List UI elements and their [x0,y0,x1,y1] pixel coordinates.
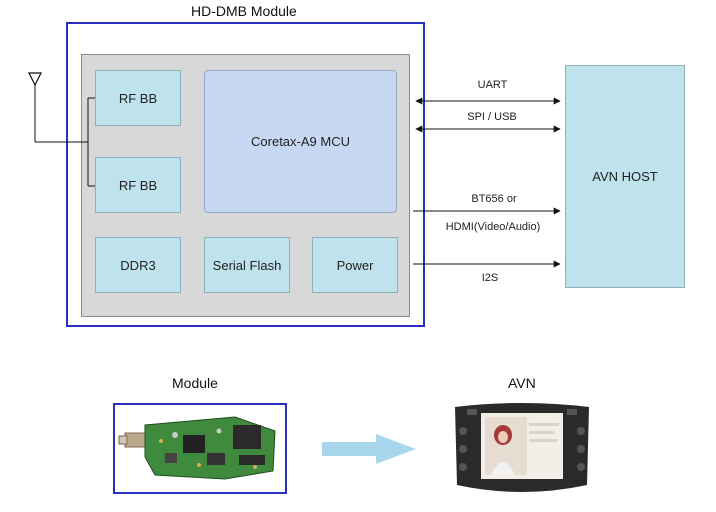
bt656-label: BT656 or [471,193,517,205]
serial-flash-label: Serial Flash [212,257,282,273]
antenna-icon [28,72,42,142]
spi-usb-label: SPI / USB [467,111,517,123]
power-label: Power [336,257,374,273]
module-pcb-image [115,405,285,492]
i2s-label: I2S [481,272,499,284]
serial-flash-block: Serial Flash [204,237,290,293]
module-photo-caption: Module [172,375,218,391]
module-frame [66,22,425,327]
ddr3-label: DDR3 [120,257,156,273]
power-block: Power [312,237,398,293]
uart-label: UART [477,79,508,91]
rf-bb-label: RF BB [118,90,158,106]
rf-bb-label: RF BB [118,177,158,193]
mcu-label: Coretax-A9 MCU [251,134,350,149]
module-title: HD-DMB Module [191,3,297,19]
avn-host-block: AVN HOST [565,65,685,288]
module-photo [113,403,287,494]
hdmi-label: HDMI(Video/Audio) [445,221,541,233]
avn-unit-image [453,401,591,497]
avn-photo-caption: AVN [508,375,536,391]
mcu-block: Coretax-A9 MCU [204,70,397,213]
ddr3-block: DDR3 [95,237,181,293]
rf-bb-block-1: RF BB [95,70,181,126]
avn-host-label: AVN HOST [592,169,658,184]
avn-photo [453,401,591,497]
right-arrow-icon [322,434,416,464]
rf-bb-block-2: RF BB [95,157,181,213]
